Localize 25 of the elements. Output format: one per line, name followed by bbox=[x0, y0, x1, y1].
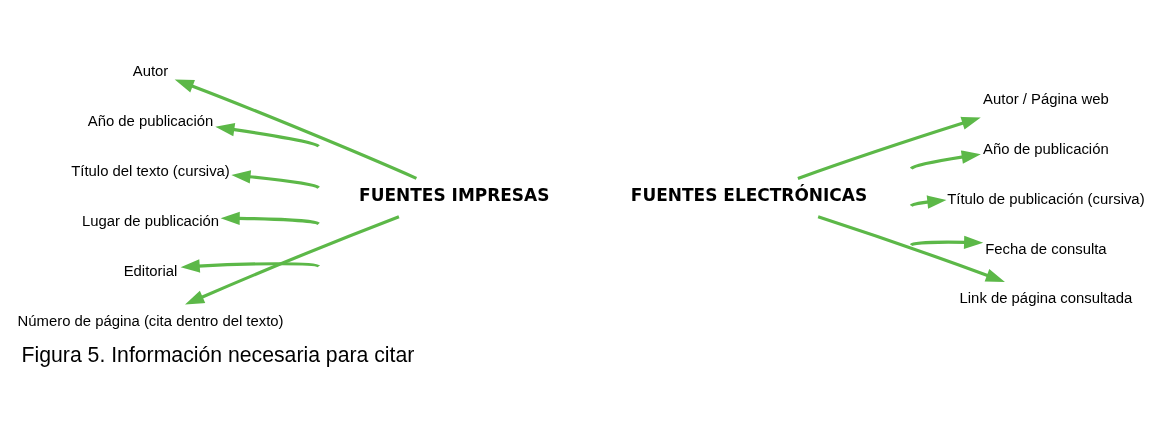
arrow bbox=[231, 169, 320, 189]
arrow bbox=[910, 149, 981, 170]
node-text: Editorial bbox=[123, 262, 178, 279]
arrow bbox=[185, 214, 400, 305]
arrow bbox=[174, 79, 418, 180]
arrow bbox=[220, 211, 320, 225]
arrow bbox=[180, 258, 320, 273]
arrow bbox=[910, 235, 984, 249]
arrow bbox=[215, 122, 320, 148]
node-text: FUENTES IMPRESAS bbox=[359, 184, 550, 205]
node-text: Fecha de consulta bbox=[985, 240, 1107, 257]
caption: Figura 5. Información necesaria para citar bbox=[21, 342, 415, 366]
arrow bbox=[797, 116, 981, 180]
node-text: Año de publicación bbox=[983, 140, 1109, 157]
node-text: Lugar de publicación bbox=[81, 212, 220, 229]
node-text: Autor bbox=[132, 62, 169, 79]
node-text: Link de página consultada bbox=[959, 289, 1133, 306]
node-text: FUENTES ELECTRÓNICAS bbox=[630, 184, 868, 205]
node-text: Número de página (cita dentro del texto) bbox=[17, 312, 284, 329]
node-text: Título de publicación (cursiva) bbox=[947, 190, 1145, 207]
node-text: Autor / Página web bbox=[983, 90, 1109, 107]
node-text: Año de publicación bbox=[87, 112, 214, 129]
arrow bbox=[817, 214, 1005, 282]
arrow bbox=[910, 194, 947, 209]
node-text: Título del texto (cursiva) bbox=[71, 162, 230, 179]
